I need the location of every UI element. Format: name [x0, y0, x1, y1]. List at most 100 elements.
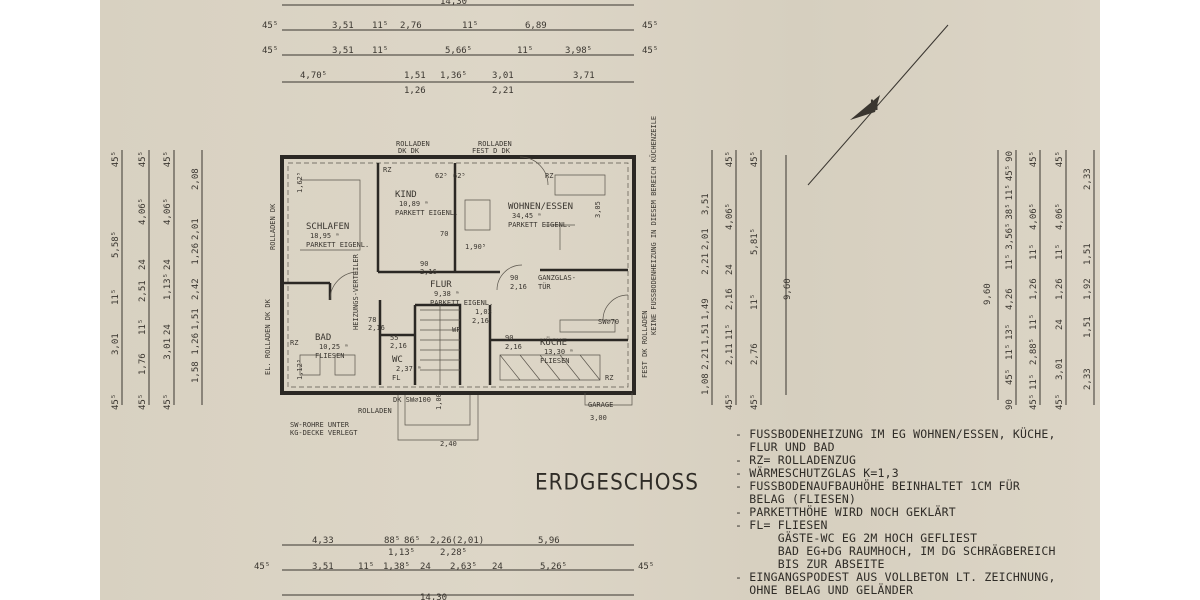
staircase: [420, 305, 460, 385]
dimension-label: 3,01: [111, 333, 121, 355]
note-line: - WÄRMESCHUTZGLAS K=1,3: [735, 466, 899, 480]
room-name: BAD: [315, 333, 331, 343]
dimension-label: 11⁵: [1029, 244, 1039, 260]
dimension-label: 3,98⁵: [565, 46, 592, 56]
plan-label: SW⌀70: [598, 318, 619, 326]
dimension-label: 13⁵: [1005, 324, 1015, 340]
dimension-label: 45⁵: [642, 46, 658, 56]
plan-label: ROLLADEN DK: [269, 203, 277, 250]
walls: [280, 155, 636, 441]
dimension-label: 45⁵: [111, 394, 121, 410]
note-line: FLUR UND BAD: [735, 440, 835, 454]
room-area: 34,45 ᵐ: [512, 212, 542, 220]
dimension-label: 45⁵: [1055, 151, 1065, 167]
plan-label: RZ: [545, 172, 553, 180]
dimension-label: 1,38⁵: [383, 562, 410, 572]
plan-label: WF: [452, 326, 460, 334]
plan-label: 90: [420, 260, 428, 268]
dimension-label: 2,28⁵: [440, 548, 467, 558]
dimension-label: 2,21: [492, 86, 514, 96]
plan-label: 2,16: [472, 317, 489, 325]
plan-label: DK DK: [398, 147, 420, 155]
dimension-label: 45⁵: [262, 46, 278, 56]
dimension-label: 11⁵: [138, 319, 148, 335]
plan-label: ROLLADEN: [396, 140, 430, 148]
note-line: BIS ZUR ABSEITE: [735, 557, 885, 571]
dimension-label: 45⁵: [638, 562, 654, 572]
plan-label: FEST D DK: [472, 147, 511, 155]
plan-label: 70: [440, 230, 448, 238]
door-swings: [329, 156, 629, 321]
dimension-label: 45⁵: [642, 21, 658, 31]
dimension-label: 11⁵: [111, 289, 121, 305]
dimension-label: 3,71: [573, 71, 595, 81]
furniture: [299, 174, 606, 376]
dimension-label: 1,13⁵: [388, 548, 415, 558]
dimension-label: 5,58⁵: [111, 231, 121, 258]
dimension-label: 1,13⁵: [163, 273, 173, 300]
dimension-label: 5,81⁵: [750, 228, 760, 255]
dimension-label: 3,01: [492, 71, 514, 81]
dimension-label: 2,33: [1083, 368, 1093, 390]
dimension-label: 2,76: [400, 21, 422, 31]
dimension-label: 1,51: [1083, 243, 1093, 265]
plan-label: ROLLADEN: [478, 140, 512, 148]
plan-label: 2,16: [420, 268, 437, 276]
room-name: WOHNEN/ESSEN: [508, 202, 573, 212]
room-floor: FLIESEN: [315, 352, 345, 360]
plan-label: GARAGE: [588, 401, 613, 409]
plan-label: 90: [505, 334, 513, 342]
plan-label: 1,62⁵: [296, 172, 304, 193]
dimension-label: 11⁵: [1029, 314, 1039, 330]
note-line: OHNE BELAG UND GELÄNDER: [735, 583, 914, 597]
dimension-label: 14,30: [420, 593, 447, 600]
room-area: 13,30 ᵐ: [544, 348, 574, 356]
dimension-label: 2,08: [191, 168, 201, 190]
dimension-label: 88⁵: [384, 536, 400, 546]
dimension-label: 90: [1005, 151, 1015, 162]
plan-label: TÜR: [538, 282, 551, 291]
dimension-label: 45⁵: [163, 151, 173, 167]
dimension-label: 2,76: [750, 343, 760, 365]
dimension-label: 1,08: [701, 373, 711, 395]
note-line: - FUSSBODENHEIZUNG IM EG WOHNEN/ESSEN, K…: [735, 427, 1056, 441]
dimension-label: 11⁵: [1005, 344, 1015, 360]
north-arrow-head-icon: [850, 95, 880, 120]
dimension-label: 11⁵: [1005, 254, 1015, 270]
dimension-label: 4,06⁵: [1029, 203, 1039, 230]
dimension-label: 11⁵: [1005, 184, 1015, 200]
room-floor: FL: [392, 374, 400, 382]
note-line: GÄSTE-WC EG 2M HOCH GEFLIEST: [735, 531, 978, 545]
dimension-label: 14,30: [440, 0, 467, 7]
dimension-label: 45⁵: [1055, 394, 1065, 410]
dimension-label: 11⁵: [372, 46, 388, 56]
kitchen-counter: [499, 319, 616, 381]
dimension-label: 11⁵: [725, 324, 735, 340]
dimension-label: 4,06⁵: [1055, 203, 1065, 230]
room-floor: PARKETT EIGENL.: [508, 221, 571, 229]
room-floor: FLIESEN: [540, 357, 570, 365]
dimension-label: 1,26: [1055, 278, 1065, 300]
dimension-label: 3,56⁵: [1005, 223, 1015, 250]
note-line: BELAG (FLIESEN): [735, 492, 857, 506]
dimension-label: 45⁵: [163, 394, 173, 410]
dimension-label: 5,96: [538, 536, 560, 546]
dimension-label: 4,26: [1005, 288, 1015, 310]
room-area: 9,38 ᵐ: [434, 290, 459, 298]
dimension-label: 1,51: [191, 308, 201, 330]
plan-label: EL. ROLLADEN DK DK: [264, 298, 272, 375]
dimension-label: 11⁵: [1055, 244, 1065, 260]
plan-label: 2,16: [505, 343, 522, 351]
dimension-label: 3,51: [312, 562, 334, 572]
dimension-label: 2,01: [701, 228, 711, 250]
room-name: FLUR: [430, 280, 452, 290]
dimension-label: 1,36⁵: [440, 71, 467, 81]
dimension-label: 11⁵: [372, 21, 388, 31]
plan-label: 55: [390, 334, 398, 342]
dimension-label: 2,11: [725, 343, 735, 365]
dimension-label: 1,26: [191, 333, 201, 355]
dimension-label: 45⁵: [138, 151, 148, 167]
dimension-label: 86⁵: [404, 536, 420, 546]
